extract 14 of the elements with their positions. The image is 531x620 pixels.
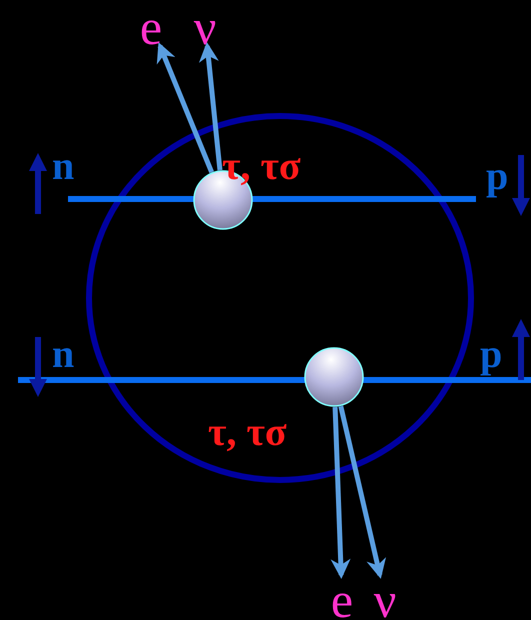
particle-symbol: ν bbox=[370, 575, 400, 619]
particle-symbol: ν bbox=[190, 2, 220, 46]
nucleon-label: n bbox=[52, 146, 74, 186]
coupling-label: τ, τσ bbox=[208, 412, 287, 452]
particle-symbol: e bbox=[327, 575, 357, 619]
lepton-arrow bbox=[330, 406, 351, 579]
nucleon-label: p bbox=[480, 334, 502, 374]
interaction-vertex bbox=[304, 347, 364, 407]
lepton-arrow bbox=[338, 406, 386, 579]
particle-symbol: e bbox=[136, 2, 166, 46]
lepton-arrow bbox=[198, 42, 222, 170]
lepton-arrow bbox=[156, 42, 214, 174]
nucleon-label: p bbox=[486, 156, 508, 196]
nucleon-label: n bbox=[52, 334, 74, 374]
